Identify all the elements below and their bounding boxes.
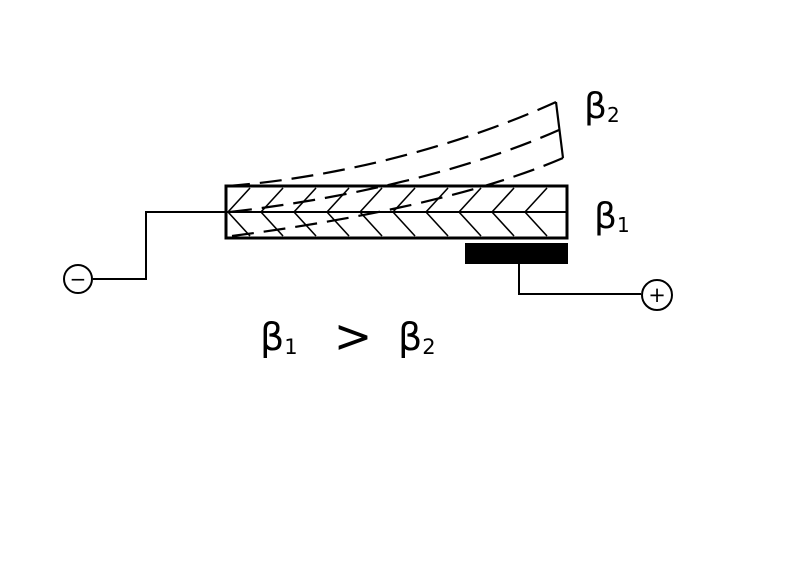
hatch-stroke-upper xyxy=(260,187,284,213)
label-beta1-right-base: β xyxy=(594,196,617,237)
label-beta1-right: β1 xyxy=(594,196,630,237)
relation-right-base: β xyxy=(398,315,422,359)
negative-lead-wire xyxy=(93,211,226,280)
hatch-stroke-lower xyxy=(227,211,251,237)
flat-strip-hatching xyxy=(227,187,548,237)
hatch-stroke-lower xyxy=(425,211,449,237)
hatch-stroke-lower xyxy=(392,211,416,237)
hatch-stroke-lower xyxy=(260,211,284,237)
electrode-block xyxy=(465,243,568,264)
relation-left-sub: 1 xyxy=(284,335,297,359)
hatch-stroke-lower xyxy=(458,211,482,237)
hatch-stroke-lower xyxy=(491,211,515,237)
relation-expression: β1 > β2 xyxy=(260,309,436,363)
hatch-stroke-upper xyxy=(392,187,416,213)
hatch-stroke-upper xyxy=(425,187,449,213)
positive-terminal-circle xyxy=(641,279,673,311)
bent-strip-lower-edge xyxy=(231,156,564,238)
hatch-stroke-upper xyxy=(326,187,350,213)
label-beta2-top: β2 xyxy=(584,86,620,127)
hatch-stroke-lower xyxy=(326,211,350,237)
negative-terminal-circle xyxy=(63,264,93,294)
label-beta2-top-base: β xyxy=(584,86,607,127)
bent-strip-upper-edge xyxy=(227,100,557,188)
negative-terminal-symbol: − xyxy=(70,267,87,291)
relation-operator: > xyxy=(334,309,373,363)
hatch-stroke-lower xyxy=(293,211,317,237)
relation-right: β2 xyxy=(398,315,436,359)
bent-strip-tip xyxy=(554,101,565,159)
label-beta2-top-sub: 2 xyxy=(607,103,620,127)
label-beta1-right-sub: 1 xyxy=(617,213,630,237)
bent-strip-dashed xyxy=(227,100,565,238)
relation-left-base: β xyxy=(260,315,284,359)
flat-strip xyxy=(224,184,569,240)
hatch-stroke-lower xyxy=(524,211,548,237)
positive-terminal: + xyxy=(641,279,673,311)
hatch-stroke-upper xyxy=(293,187,317,213)
negative-terminal: − xyxy=(63,264,93,294)
hatch-stroke-upper xyxy=(524,187,548,213)
relation-left: β1 xyxy=(260,315,298,359)
positive-lead-wire xyxy=(518,264,641,295)
hatch-stroke-lower xyxy=(359,211,383,237)
hatch-stroke-upper xyxy=(491,187,515,213)
hatch-stroke-upper xyxy=(359,187,383,213)
bent-strip-middle-line xyxy=(229,128,560,214)
positive-terminal-symbol: + xyxy=(648,283,666,307)
hatch-stroke-upper xyxy=(458,187,482,213)
relation-right-sub: 2 xyxy=(422,335,435,359)
hatch-stroke-upper xyxy=(227,187,251,213)
